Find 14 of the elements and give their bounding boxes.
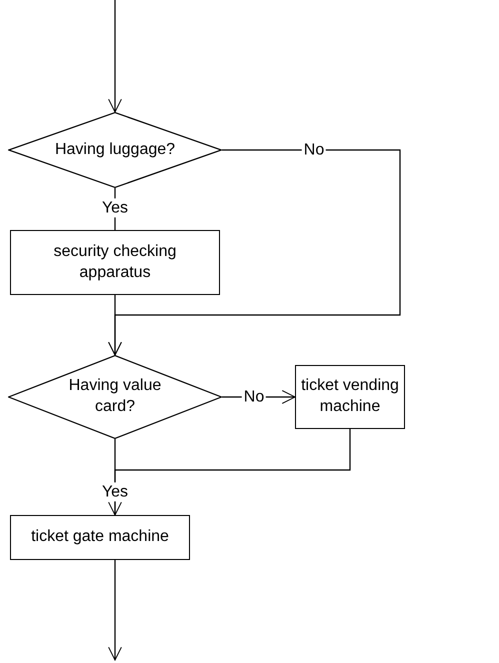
process-box [10, 230, 220, 295]
process-text: ticket vending machine [300, 376, 400, 417]
arrow [108, 429, 351, 516]
process-text: ticket gate machine [31, 527, 169, 548]
process-box [10, 515, 190, 560]
process-box [295, 365, 405, 429]
arrow [108, 0, 122, 112]
edge-label: Yes [100, 482, 130, 502]
process-text: security checking apparatus [52, 242, 178, 282]
arrow [108, 560, 122, 660]
edge-label: Yes [100, 198, 130, 218]
decision-text: Having value card? [68, 376, 162, 417]
arrow [108, 295, 122, 356]
decision-text: Having luggage? [54, 140, 176, 160]
